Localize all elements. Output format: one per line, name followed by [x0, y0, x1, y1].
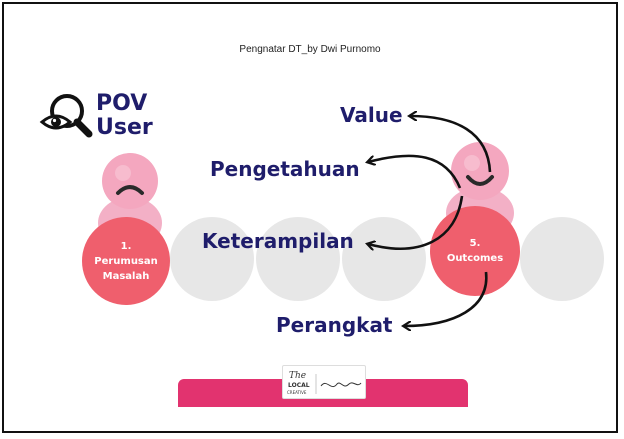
pov-user-title: POV User — [96, 92, 153, 140]
header-title: Pengnatar DT_by Dwi Purnomo — [239, 44, 381, 55]
arrow-to-value — [410, 116, 492, 173]
arrow-to-pengetahuan — [368, 154, 462, 189]
arrow-to-keterampilan — [368, 195, 464, 249]
label-keterampilan: Keterampilan — [202, 229, 354, 253]
stage-circle-2 — [170, 217, 254, 301]
stage-1-line1: Perumusan — [94, 255, 158, 267]
stage-circle-4 — [342, 217, 426, 301]
label-perangkat: Perangkat — [276, 313, 393, 337]
svg-text:CREATIVE: CREATIVE — [287, 390, 307, 395]
stage-5-line1: Outcomes — [446, 253, 504, 264]
stage-5-circle: 5. Outcomes — [430, 206, 520, 296]
label-value: Value — [340, 103, 403, 127]
svg-text:LOCAL: LOCAL — [288, 382, 310, 389]
stage-1-circle: 1. Perumusan Masalah — [82, 217, 170, 305]
arrows-layer — [4, 4, 492, 435]
svg-text:The: The — [289, 371, 306, 381]
pov-line-1: POV — [96, 91, 148, 116]
stage-circle-6 — [520, 217, 604, 301]
footer-logo: The LOCAL CREATIVE — [282, 365, 366, 399]
stage-1-line2: Masalah — [102, 270, 150, 282]
brand-logo-icon: The LOCAL CREATIVE — [287, 371, 362, 395]
pov-line-2: User — [96, 115, 153, 140]
slide-frame: Pengnatar DT_by Dwi Purnomo POV User 1. … — [2, 2, 618, 433]
arrow-to-perangkat — [404, 271, 488, 326]
stage-5-number: 5. — [469, 238, 481, 249]
label-pengetahuan: Pengetahuan — [210, 157, 360, 181]
stage-1-number: 1. — [120, 240, 132, 252]
stage-circle-3 — [256, 217, 340, 301]
eye-magnifier-icon — [39, 94, 93, 138]
